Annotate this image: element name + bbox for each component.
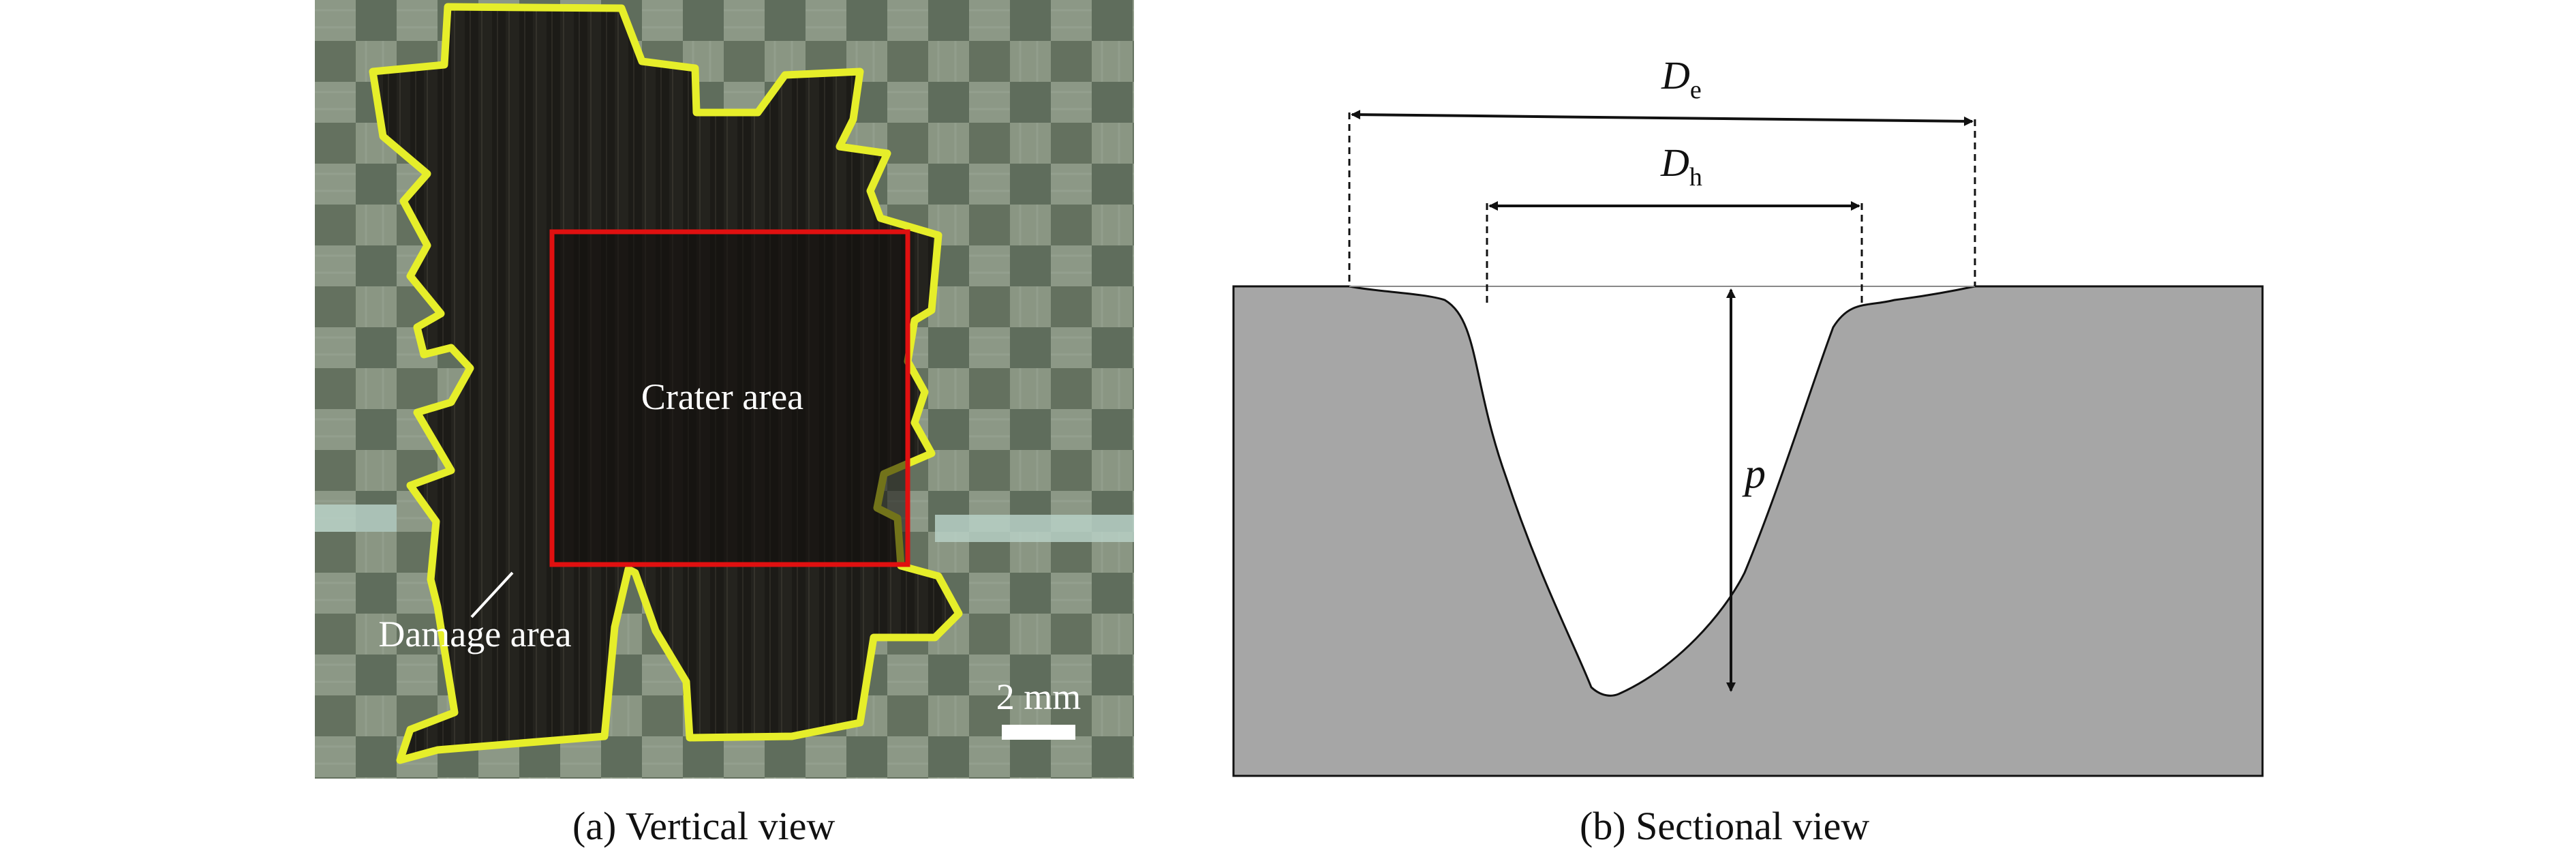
- sectional-view-diagram: De Dh p: [1232, 53, 2264, 777]
- scale-bar: [1002, 725, 1075, 740]
- fiber-streak-right: [935, 515, 1134, 542]
- crater-area-label: Crater area: [641, 376, 803, 417]
- vertical-view-caption: (a) Vertical view: [572, 804, 835, 848]
- damage-area-label: Damage area: [378, 614, 571, 655]
- scale-bar-label: 2 mm: [996, 676, 1082, 717]
- de-dimension-arrow: [1351, 110, 1974, 126]
- damage-outline: [369, 3, 963, 764]
- de-label: De: [1661, 53, 1702, 104]
- crater-box: [549, 229, 910, 567]
- p-label: p: [1742, 451, 1766, 497]
- damage-leader-line: [470, 571, 514, 618]
- dh-label: Dh: [1660, 140, 1702, 192]
- sectional-view-panel: De Dh p: [1220, 0, 2290, 791]
- target-cross-section: [1232, 285, 2264, 777]
- sectional-view-caption: (b) Sectional view: [1580, 804, 1870, 848]
- vertical-view-panel: Crater area Damage area 2 mm: [315, 0, 1134, 779]
- vertical-view-photo: Crater area Damage area 2 mm: [315, 0, 1134, 779]
- fiber-streak-left: [315, 505, 397, 532]
